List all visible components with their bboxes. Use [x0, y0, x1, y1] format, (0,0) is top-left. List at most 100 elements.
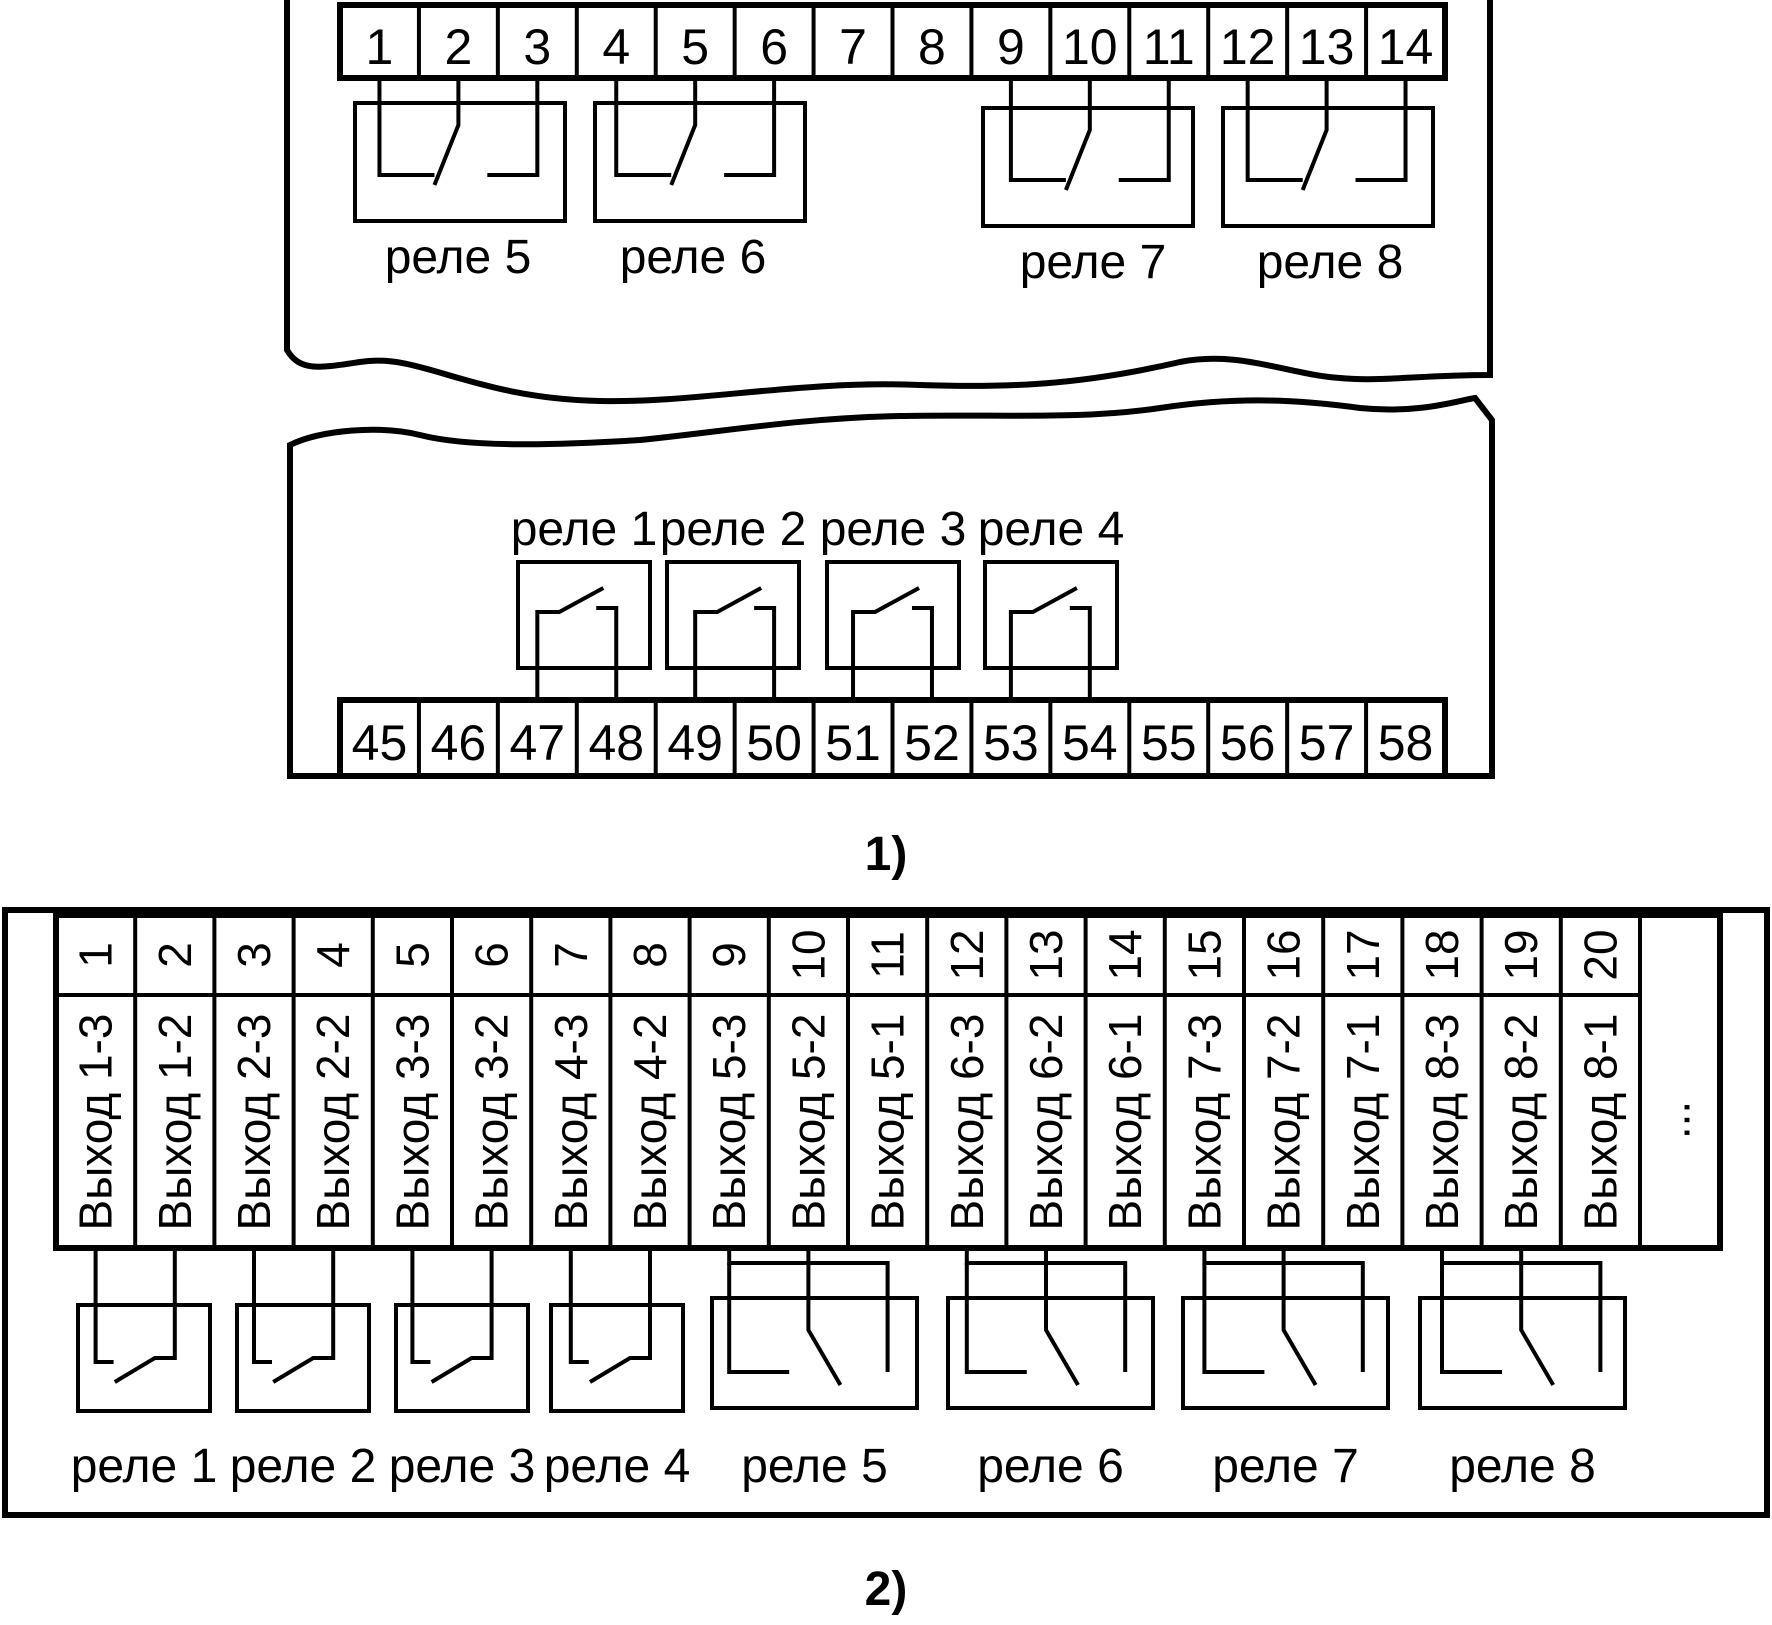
top-terminal-12: 12: [1220, 19, 1276, 75]
fig2-relay-label: реле 7: [1212, 1440, 1359, 1493]
fig2-output-label: Выход 4-2: [624, 1014, 676, 1231]
fig2-terminal-17: 17: [1337, 929, 1389, 980]
top-relay-label: реле 8: [1257, 236, 1404, 289]
top-terminal-2: 2: [444, 19, 472, 75]
bottom-relay-label: реле 3: [820, 503, 967, 556]
fig2-relay-4: реле 4: [544, 1248, 690, 1493]
top-relay-label: реле 6: [620, 231, 767, 284]
fig2-output-label: Выход 1-2: [149, 1014, 201, 1231]
fig2-block-frame: [53, 912, 1723, 1251]
top-relay-label: реле 7: [1020, 236, 1167, 289]
top-terminal-9: 9: [997, 19, 1025, 75]
relay-switch-arm: [806, 1248, 843, 1387]
bottom-terminal-58: 58: [1378, 715, 1434, 771]
relay-switch-arm: [669, 78, 698, 186]
top-relay-8: реле 8: [1221, 78, 1435, 289]
top-terminal-10: 10: [1062, 19, 1118, 75]
fig2-relay-1: реле 1: [71, 1248, 218, 1493]
fig2-terminal-13: 13: [1020, 929, 1072, 980]
fig2-output-label: Выход 7-1: [1337, 1014, 1389, 1231]
top-terminal-5: 5: [681, 19, 709, 75]
fig2-output-label: Выход 1-3: [70, 1014, 122, 1231]
top-terminal-13: 13: [1299, 19, 1355, 75]
top-terminal-8: 8: [918, 19, 946, 75]
fig2-output-label: Выход 8-1: [1574, 1014, 1626, 1231]
bottom-terminal-53: 53: [983, 715, 1039, 771]
relay-fixed-contact: [568, 1248, 589, 1364]
bottom-terminal-57: 57: [1299, 715, 1355, 771]
relay-switch-arm: [432, 78, 461, 186]
relay-switch-arm: [1519, 1248, 1555, 1387]
top-terminal-11: 11: [1143, 19, 1195, 75]
fig2-output-label: Выход 6-1: [1099, 1014, 1151, 1231]
relay-box: [710, 1296, 919, 1410]
fig2-terminal-20: 20: [1574, 929, 1626, 980]
fig2-output-label: Выход 3-3: [386, 1014, 438, 1231]
fig2-output-label: Выход 5-2: [782, 1014, 834, 1231]
bottom-terminal-56: 56: [1220, 715, 1276, 771]
bottom-terminal-48: 48: [588, 715, 644, 771]
fig2-output-label: Выход 5-1: [862, 1014, 914, 1231]
top-terminal-4: 4: [602, 19, 630, 75]
fig2-output-label: Выход 6-2: [1020, 1014, 1072, 1231]
bottom-panel-outline: [287, 394, 1495, 779]
relay-switch-arm: [1064, 78, 1092, 191]
relay-switch-arm: [1044, 1248, 1080, 1387]
fig2-relay-label: реле 1: [71, 1440, 218, 1493]
fig2-relay-8: реле 8: [1418, 1248, 1627, 1493]
fig2-terminal-5: 5: [386, 942, 438, 968]
figure2-outline: [2, 907, 1770, 1518]
relay-box: [825, 560, 961, 670]
bottom-terminal-46: 46: [431, 715, 487, 771]
bottom-terminal-47: 47: [510, 715, 566, 771]
relay-nc-contact: [614, 78, 672, 177]
fig2-output-label: Выход 4-3: [545, 1014, 597, 1231]
relay-nc-contact: [1008, 78, 1066, 182]
bottom-relay-2: реле 2: [660, 503, 806, 700]
top-relay-label: реле 5: [385, 231, 532, 284]
relay-fixed-contact: [252, 1248, 272, 1364]
relay-no-contact: [1355, 78, 1408, 182]
fig2-terminal-18: 18: [1416, 929, 1468, 980]
fig2-relay-label: реле 5: [741, 1440, 888, 1493]
relay-box: [76, 1303, 212, 1413]
relay-switch-arm: [1300, 78, 1329, 191]
relay-box: [946, 1296, 1155, 1410]
fig2-terminal-7: 7: [545, 942, 597, 968]
relay-fixed-contact: [410, 1248, 431, 1364]
relay-box: [983, 560, 1119, 670]
top-terminal-14: 14: [1378, 19, 1434, 75]
fig2-relay-5: реле 5: [710, 1248, 919, 1493]
relay-switch-arm: [1008, 586, 1078, 700]
fig2-terminal-14: 14: [1099, 929, 1151, 980]
top-terminal-1: 1: [366, 19, 394, 75]
bottom-relay-3: реле 3: [820, 503, 967, 700]
top-terminal-7: 7: [839, 19, 867, 75]
bottom-terminal-55: 55: [1141, 715, 1197, 771]
bottom-relay-1: реле 1: [511, 503, 657, 700]
bottom-terminal-51: 51: [825, 715, 881, 771]
fig2-output-label: Выход 2-3: [228, 1014, 280, 1231]
fig2-terminal-12: 12: [941, 929, 993, 980]
relay-nc-contact: [1245, 78, 1303, 182]
fig2-terminal-4: 4: [307, 942, 359, 968]
bottom-terminal-52: 52: [904, 715, 960, 771]
relay-switch-arm: [851, 586, 920, 700]
relay-box: [516, 560, 652, 670]
figure2-caption: 2): [865, 1563, 908, 1616]
fig2-relay-3: реле 3: [389, 1248, 535, 1493]
fig2-terminal-1: 1: [70, 942, 122, 968]
fig2-relay-2: реле 2: [230, 1248, 376, 1493]
top-terminal-3: 3: [523, 19, 551, 75]
relay-switch-arm: [693, 586, 763, 700]
fig2-terminal-6: 6: [466, 942, 518, 968]
fig2-terminal-10: 10: [782, 929, 834, 980]
fig2-terminal-11: 11: [862, 931, 914, 979]
